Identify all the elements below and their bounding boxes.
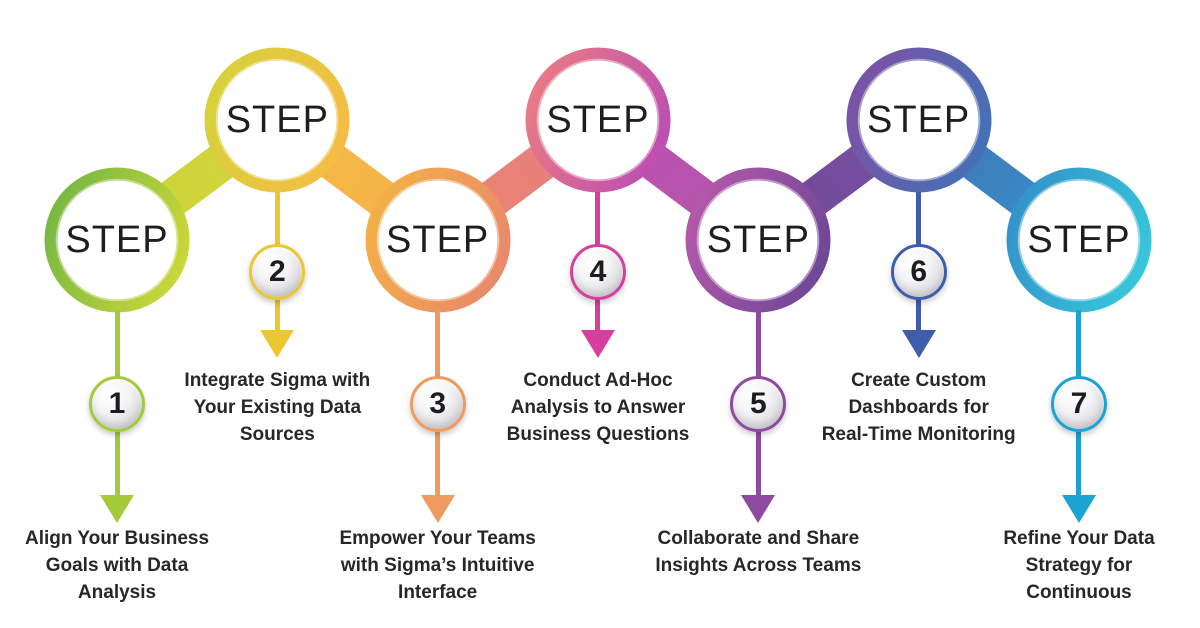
step-description: Integrate Sigma with Your Existing Data … xyxy=(184,370,371,445)
step-number-badge: 3 xyxy=(409,376,466,432)
step-circle xyxy=(685,167,831,313)
step-number-badge: 6 xyxy=(890,244,947,300)
step-description: Align Your Business Goals with Data Anal… xyxy=(24,528,210,603)
step-number: 5 xyxy=(749,387,767,420)
arrow-down-icon xyxy=(580,330,615,358)
step-number-badge: 2 xyxy=(249,244,306,300)
arrow-down-icon xyxy=(420,495,455,523)
step-label: STEP xyxy=(1027,218,1131,261)
arrow-down-icon xyxy=(901,330,936,358)
step-description: Collaborate and Share Insights Across Te… xyxy=(655,528,862,576)
step-description: Empower Your Teams with Sigma’s Intuitiv… xyxy=(339,528,536,603)
arrow-down-icon xyxy=(100,495,134,523)
arrow-down-icon xyxy=(741,495,776,523)
step-number: 4 xyxy=(589,255,607,288)
arrow-down-icon xyxy=(260,330,295,358)
step-label: STEP xyxy=(225,98,329,141)
step-label: STEP xyxy=(386,218,490,261)
step-label: STEP xyxy=(546,98,650,141)
step-label: STEP xyxy=(867,98,971,141)
step-circle xyxy=(365,167,511,313)
step-label: STEP xyxy=(706,218,810,261)
step-description: Create Custom Dashboards for Real-Time M… xyxy=(821,370,1016,445)
step-number-badge: 7 xyxy=(1050,376,1107,432)
step-circle xyxy=(1006,167,1152,313)
arrow-down-icon xyxy=(1061,495,1096,523)
step-number-badge: 4 xyxy=(569,244,626,300)
step-number: 6 xyxy=(910,255,927,288)
step-number: 3 xyxy=(429,387,446,420)
step-circle xyxy=(204,47,350,193)
step-number: 1 xyxy=(108,387,126,420)
step-description: Refine Your Data Strategy for Continuous xyxy=(1003,528,1155,603)
step-number: 2 xyxy=(268,255,286,288)
step-number: 7 xyxy=(1070,387,1088,420)
step-circle xyxy=(846,47,992,193)
step-description: Conduct Ad-Hoc Analysis to Answer Busine… xyxy=(506,370,690,445)
step-circle xyxy=(44,167,190,313)
step-circle xyxy=(525,47,671,193)
step-number-badge: 1 xyxy=(89,376,145,432)
step-number-badge: 5 xyxy=(730,376,787,432)
step-label: STEP xyxy=(65,218,169,261)
